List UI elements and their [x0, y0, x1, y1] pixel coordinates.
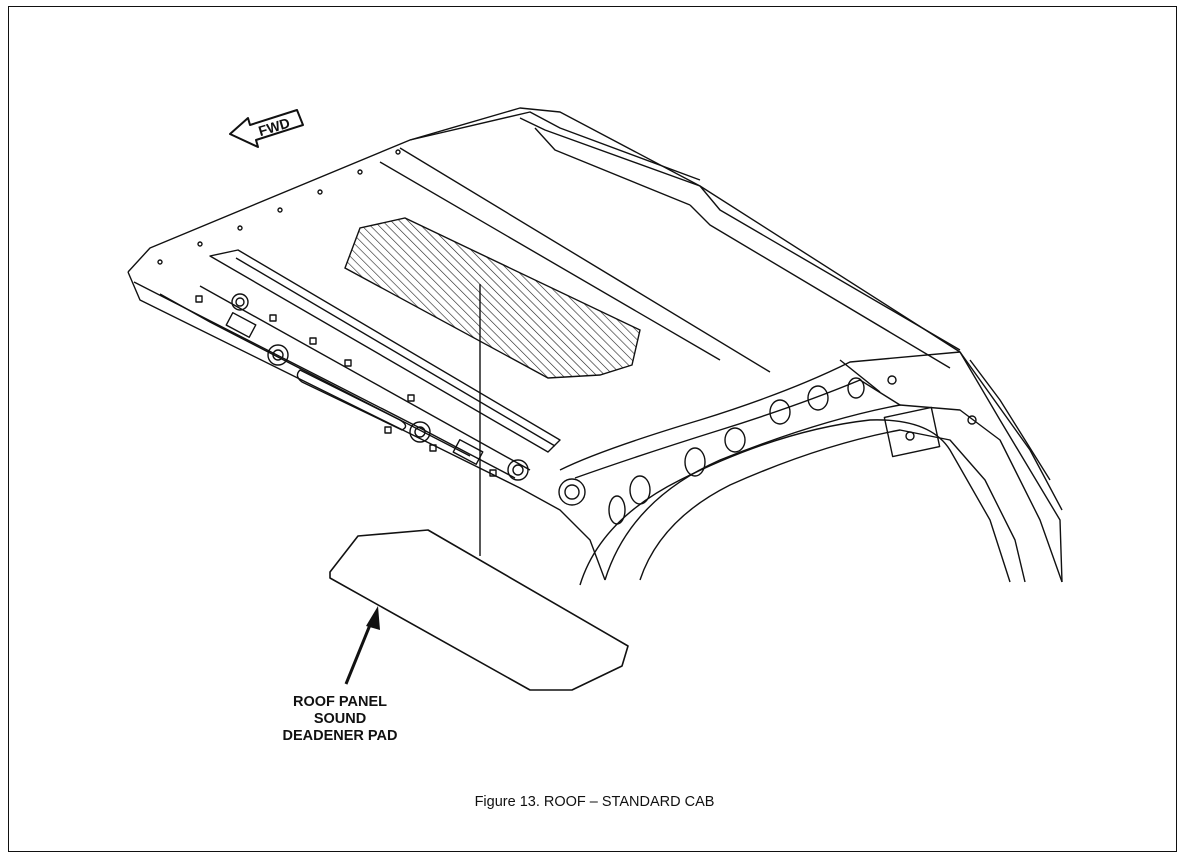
figure-caption: Figure 13. ROOF – STANDARD CAB [474, 794, 715, 810]
deadener-pad-location [344, 217, 641, 379]
callout-arrow [344, 606, 380, 685]
callout-label: ROOF PANEL SOUND DEADENER PAD [258, 694, 422, 745]
callout-line-2: SOUND [313, 711, 367, 727]
sound-deadener-pad [329, 529, 629, 691]
callout-line-3: DEADENER PAD [282, 728, 398, 744]
callout-line-1: ROOF PANEL [293, 694, 387, 710]
fwd-label: FWD [256, 114, 291, 139]
fwd-arrow-icon: FWD [229, 109, 304, 148]
